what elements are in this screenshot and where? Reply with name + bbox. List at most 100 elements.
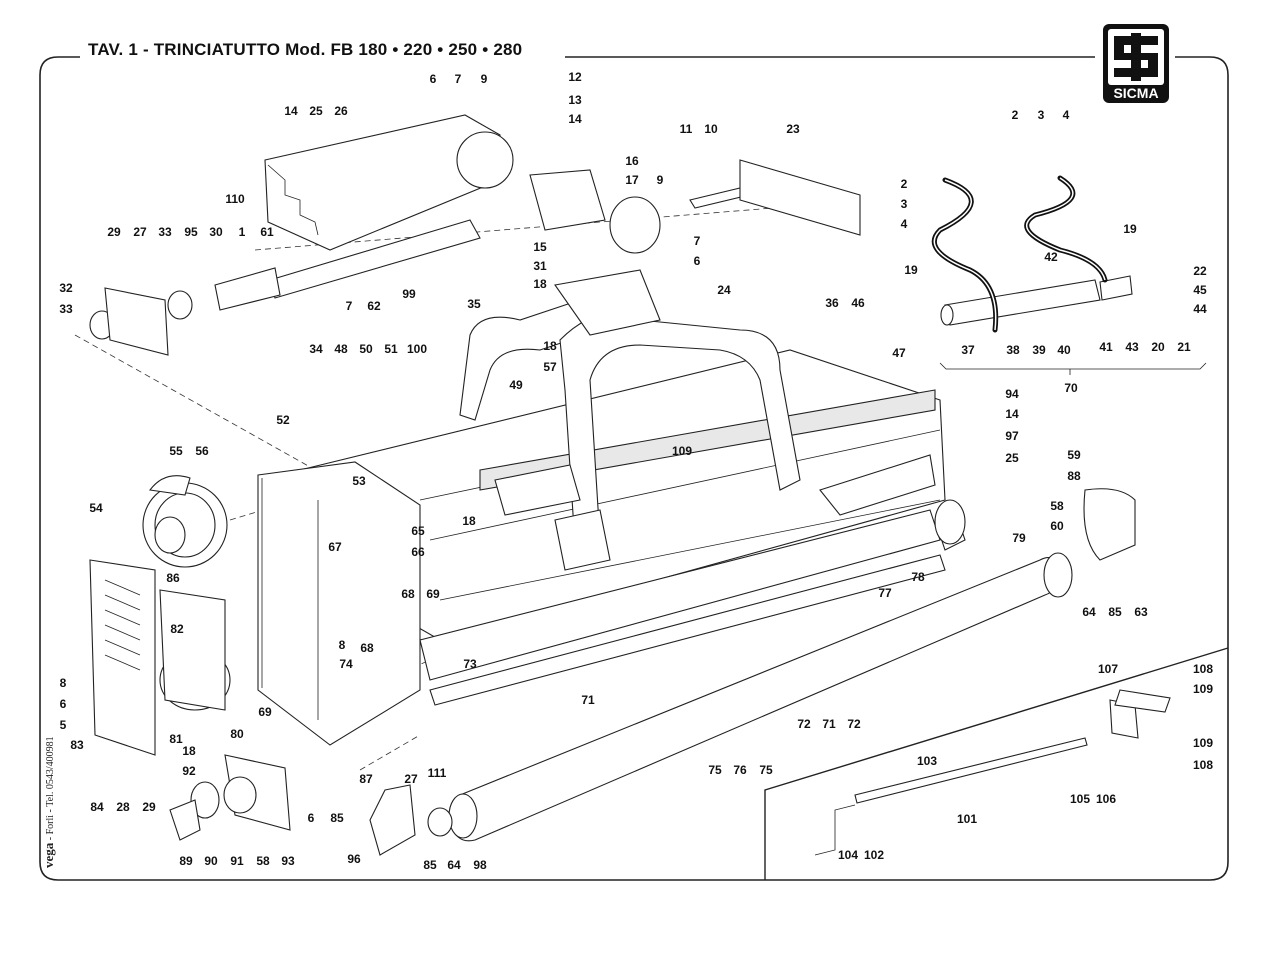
part-number-label: 69 xyxy=(426,587,440,601)
part-number-label: 99 xyxy=(402,287,416,301)
part-number-label: 54 xyxy=(89,501,103,515)
part-number-label: 43 xyxy=(1125,340,1139,354)
adjuster-inset-frame xyxy=(764,647,1229,880)
adjuster-screw xyxy=(814,689,1171,856)
part-number-label: 19 xyxy=(1123,222,1137,236)
part-number-label: 12 xyxy=(568,70,582,84)
part-number-label: 31 xyxy=(533,259,547,273)
part-number-label: 62 xyxy=(367,299,381,313)
part-number-label: 48 xyxy=(334,342,348,356)
part-number-label: 75 xyxy=(708,763,722,777)
part-number-label: 6 xyxy=(60,697,67,711)
part-number-label: 18 xyxy=(182,744,196,758)
part-number-label: 2 xyxy=(901,177,908,191)
part-number-label: 100 xyxy=(407,342,427,356)
part-number-label: 84 xyxy=(90,800,104,814)
part-number-label: 102 xyxy=(864,848,884,862)
part-number-label: 63 xyxy=(1134,605,1148,619)
part-number-label: 74 xyxy=(339,657,353,671)
part-number-label: 4 xyxy=(1063,108,1070,122)
part-number-label: 51 xyxy=(384,342,398,356)
part-number-label: 14 xyxy=(284,104,298,118)
part-number-label: 80 xyxy=(230,727,244,741)
part-number-label: 94 xyxy=(1005,387,1019,401)
part-number-label: 18 xyxy=(462,514,476,528)
part-number-label: 111 xyxy=(428,766,447,780)
part-number-label: 83 xyxy=(70,738,84,752)
part-number-label: 4 xyxy=(901,217,908,231)
part-number-label: 55 xyxy=(169,444,183,458)
part-number-label: 101 xyxy=(957,812,977,826)
part-number-label: 79 xyxy=(1012,531,1026,545)
part-number-label: 1 xyxy=(239,225,246,239)
bottom-parts xyxy=(159,589,416,856)
part-number-label: 66 xyxy=(411,545,425,559)
part-number-label: 21 xyxy=(1177,340,1191,354)
part-number-label: 75 xyxy=(759,763,773,777)
part-number-label: 72 xyxy=(797,717,811,731)
part-number-label: 85 xyxy=(423,858,437,872)
part-number-label: 3 xyxy=(901,197,908,211)
part-number-label: 7 xyxy=(694,234,701,248)
logo-text: SICMA xyxy=(1113,85,1158,101)
part-number-label: 16 xyxy=(625,154,639,168)
part-number-label: 44 xyxy=(1193,302,1207,316)
part-number-label: 28 xyxy=(116,800,130,814)
part-number-label: 57 xyxy=(543,360,557,374)
part-number-label: 40 xyxy=(1057,343,1071,357)
part-number-label: 67 xyxy=(328,540,342,554)
part-number-label: 108 xyxy=(1193,758,1213,772)
part-number-label: 33 xyxy=(158,225,172,239)
part-number-label: 32 xyxy=(59,281,73,295)
part-number-label: 82 xyxy=(170,622,184,636)
part-number-label: 89 xyxy=(179,854,193,868)
part-number-label: 8 xyxy=(60,676,67,690)
group-label: 70 xyxy=(1064,381,1078,395)
part-number-label: 90 xyxy=(204,854,218,868)
part-number-label: 60 xyxy=(1050,519,1064,533)
part-number-label: 9 xyxy=(481,72,488,86)
part-number-label: 59 xyxy=(1067,448,1081,462)
part-number-label: 3 xyxy=(1038,108,1045,122)
part-number-label: 29 xyxy=(107,225,121,239)
part-number-label: 68 xyxy=(401,587,415,601)
part-number-label: 71 xyxy=(822,717,836,731)
part-number-label: 46 xyxy=(851,296,865,310)
part-number-label: 77 xyxy=(878,586,892,600)
part-number-label: 18 xyxy=(543,339,557,353)
part-number-label: 69 xyxy=(258,705,272,719)
part-number-label: 15 xyxy=(533,240,547,254)
part-number-label: 56 xyxy=(195,444,209,458)
part-number-label: 6 xyxy=(308,811,315,825)
part-number-label: 110 xyxy=(225,192,245,206)
part-number-label: 10 xyxy=(704,122,718,136)
part-number-label: 65 xyxy=(411,524,425,538)
part-number-label: 87 xyxy=(359,772,373,786)
part-number-label: 27 xyxy=(404,772,418,786)
gearbox-assembly xyxy=(89,114,861,356)
part-number-label: 22 xyxy=(1193,264,1207,278)
part-number-label: 42 xyxy=(1044,250,1058,264)
part-number-label: 29 xyxy=(142,800,156,814)
part-number-label: 71 xyxy=(581,693,595,707)
part-number-label: 96 xyxy=(347,852,361,866)
part-number-label: 58 xyxy=(1050,499,1064,513)
part-number-label: 108 xyxy=(1193,662,1213,676)
part-number-label: 76 xyxy=(733,763,747,777)
part-number-label: 109 xyxy=(1193,682,1213,696)
part-number-label: 2 xyxy=(1012,108,1019,122)
part-number-label: 58 xyxy=(256,854,270,868)
part-number-label: 7 xyxy=(455,72,462,86)
rotor xyxy=(427,499,1073,842)
part-number-label: 64 xyxy=(447,858,461,872)
part-number-label: 88 xyxy=(1067,469,1081,483)
part-number-label: 81 xyxy=(169,732,183,746)
part-number-label: 103 xyxy=(917,754,937,768)
part-number-label: 106 xyxy=(1096,792,1116,806)
part-number-label: 13 xyxy=(568,93,582,107)
part-number-label: 61 xyxy=(260,225,274,239)
part-number-label: 20 xyxy=(1151,340,1165,354)
part-number-label: 11 xyxy=(680,122,693,136)
part-number-label: 109 xyxy=(1193,736,1213,750)
